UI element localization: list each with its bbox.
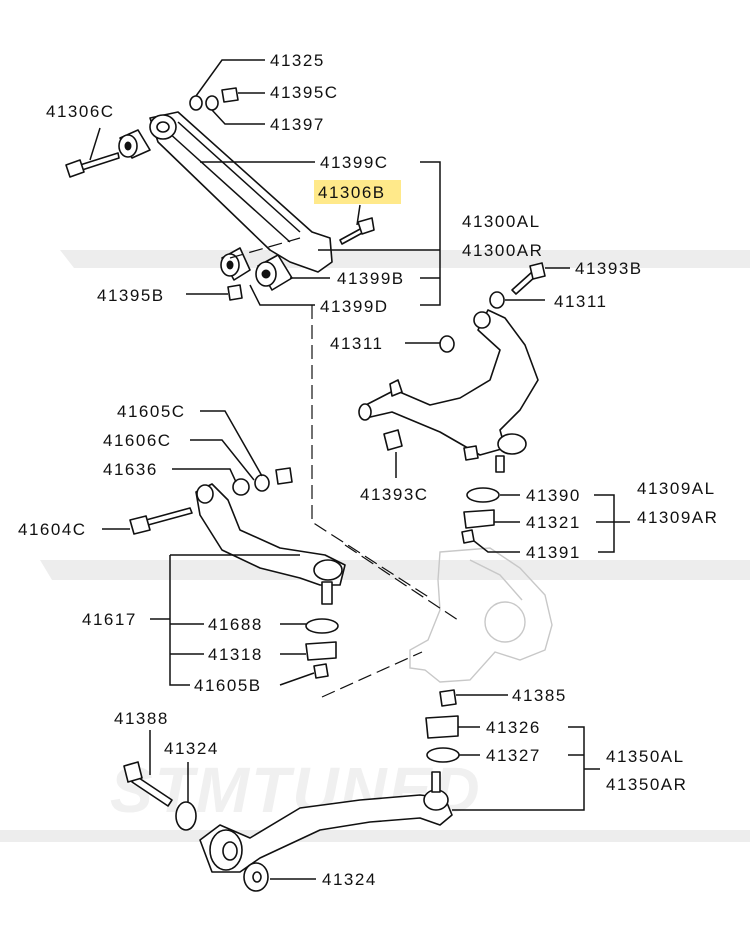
bolt-41306B	[339, 217, 375, 245]
part-labels: 41325 41395C 41397 41306C 41399C 41306B …	[18, 51, 718, 889]
label-41393C: 41393C	[360, 485, 429, 504]
lower-arm-41350	[199, 771, 453, 873]
label-41617: 41617	[82, 610, 137, 629]
label-41326: 41326	[486, 718, 541, 737]
washer-41311-upper	[489, 291, 505, 309]
washer-41324-lower-hole	[252, 871, 262, 883]
label-41604C: 41604C	[18, 520, 87, 539]
washer-41311-lower	[439, 335, 455, 353]
assembly-line-2	[344, 544, 459, 621]
nut-41395B	[227, 284, 243, 301]
label-41605C: 41605C	[117, 402, 186, 421]
washer-41397	[205, 95, 219, 111]
ring-41390	[466, 487, 500, 503]
label-41306B: 41306B	[318, 183, 386, 202]
label-41309AL: 41309AL	[637, 479, 716, 498]
nut-41395C	[221, 87, 239, 103]
label-41688: 41688	[208, 615, 263, 634]
steering-knuckle-outline	[409, 547, 553, 683]
label-41605B: 41605B	[194, 676, 262, 695]
label-41327: 41327	[486, 746, 541, 765]
label-41300AL: 41300AL	[462, 212, 541, 231]
label-41399B: 41399B	[337, 269, 405, 288]
label-41311-lower: 41311	[330, 334, 384, 353]
washer-41636	[232, 478, 250, 496]
assembly-line-3	[321, 651, 423, 698]
bolt-41393C	[383, 429, 403, 451]
lower-arm-41617	[195, 483, 346, 605]
label-41325: 41325	[270, 51, 325, 70]
bolt-41306C	[65, 152, 120, 178]
label-41324-lower: 41324	[322, 870, 377, 889]
assembly-line-1	[311, 305, 431, 599]
label-41321: 41321	[526, 513, 581, 532]
label-41306C: 41306C	[46, 102, 115, 121]
label-41636: 41636	[103, 460, 158, 479]
leader-lines	[89, 59, 630, 880]
bolt-41388	[123, 761, 173, 807]
label-41318: 41318	[208, 645, 263, 664]
nut-41605C	[275, 467, 293, 485]
washer-41606C	[254, 474, 270, 492]
label-41395B: 41395B	[97, 286, 165, 305]
highlight-marker	[314, 180, 401, 204]
label-41391: 41391	[526, 543, 581, 562]
label-41390: 41390	[526, 486, 581, 505]
label-41395C: 41395C	[270, 83, 339, 102]
label-41399D: 41399D	[320, 297, 389, 316]
upper-arm	[118, 111, 333, 291]
label-41300AR: 41300AR	[462, 241, 543, 260]
nut-41391	[461, 529, 475, 544]
ring-41688	[305, 618, 339, 634]
label-41399C: 41399C	[320, 153, 389, 172]
ring-41327	[426, 747, 460, 763]
washer-41325	[189, 95, 203, 111]
boot-41318	[305, 641, 337, 661]
label-41385: 41385	[512, 686, 567, 705]
nut-41385	[439, 689, 457, 707]
nut-41605B	[313, 663, 329, 679]
label-41388: 41388	[114, 709, 169, 728]
label-41393B: 41393B	[575, 259, 643, 278]
label-41311-upper: 41311	[554, 292, 608, 311]
bolt-41393B	[511, 262, 546, 295]
boot-41326	[425, 715, 459, 739]
boot-41321	[463, 509, 495, 529]
label-41350AR: 41350AR	[606, 775, 687, 794]
label-41324-upper: 41324	[164, 739, 219, 758]
lower-arm-41309	[358, 309, 539, 473]
bolt-41604C	[129, 507, 193, 535]
label-41606C: 41606C	[103, 431, 172, 450]
label-41350AL: 41350AL	[606, 747, 685, 766]
label-41397: 41397	[270, 115, 325, 134]
label-41309AR: 41309AR	[637, 508, 718, 527]
washer-41324-upper	[175, 801, 197, 831]
